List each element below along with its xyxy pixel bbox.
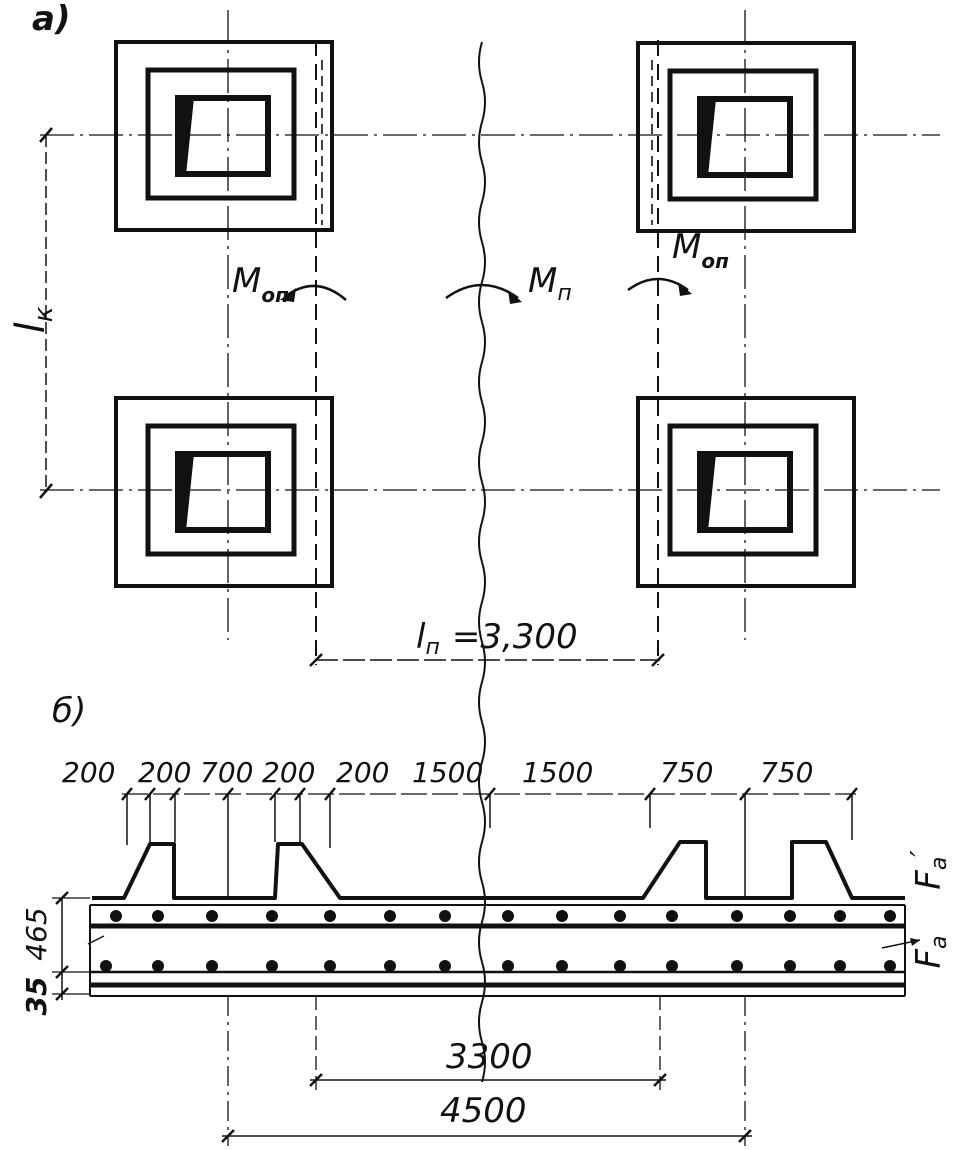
top-rebar-row bbox=[110, 910, 896, 922]
moment-support-right-label: Mоп bbox=[672, 227, 729, 273]
top-dim-2: 200 bbox=[138, 756, 191, 789]
reinforcement-labels: Fa′ Fa bbox=[881, 850, 952, 969]
moment-span: Mп bbox=[445, 261, 572, 306]
plan-view: а) lк bbox=[8, 0, 940, 1083]
moment-support-left: Mоп bbox=[232, 261, 347, 307]
moment-support-left-label: Mоп bbox=[232, 261, 289, 307]
left-dimension-chain: 465 35 bbox=[20, 891, 105, 1016]
dimension-column-spacing: lк bbox=[8, 127, 59, 499]
footing-bottom-right bbox=[638, 398, 854, 586]
break-line bbox=[478, 41, 486, 1083]
bottom-reinforcement-label: Fa bbox=[909, 935, 952, 968]
slab-section bbox=[89, 904, 906, 997]
dimension-span: lп=3,300 bbox=[309, 617, 665, 667]
top-dim-8: 750 bbox=[660, 756, 713, 789]
footing-top-right bbox=[638, 43, 854, 231]
section-view: б) 200 200 700 200 200 1500 1500 750 750 bbox=[20, 691, 952, 1146]
footing-bottom-left bbox=[116, 398, 332, 586]
moment-support-right: Mоп bbox=[627, 227, 729, 296]
top-dim-1: 200 bbox=[62, 756, 115, 789]
bottom-dim-inner-label: 3300 bbox=[446, 1037, 533, 1077]
top-dim-3: 700 bbox=[200, 756, 253, 789]
span-label: lп=3,300 bbox=[416, 617, 578, 660]
bottom-dimension-inner: 3300 bbox=[309, 996, 667, 1090]
top-dim-7: 1500 bbox=[522, 756, 593, 789]
bottom-dim-outer-label: 4500 bbox=[440, 1091, 527, 1131]
left-dim-upper: 465 bbox=[20, 907, 53, 960]
left-dim-lower: 35 bbox=[20, 977, 53, 1016]
top-reinforcement-label: Fa′ bbox=[904, 850, 952, 890]
column-spacing-label: lк bbox=[8, 306, 59, 333]
top-reinforcement-profile bbox=[92, 840, 905, 900]
plan-view-label: а) bbox=[32, 0, 70, 39]
top-dim-9: 750 bbox=[760, 756, 813, 789]
top-dim-6: 1500 bbox=[412, 756, 483, 789]
top-dim-4: 200 bbox=[262, 756, 315, 789]
footing-top-left bbox=[116, 42, 332, 230]
bottom-dimension-outer: 4500 bbox=[221, 996, 752, 1146]
top-dim-5: 200 bbox=[336, 756, 389, 789]
bottom-rebar-row bbox=[100, 960, 896, 972]
section-view-label: б) bbox=[52, 691, 86, 731]
moment-span-label: Mп bbox=[528, 261, 572, 306]
top-dimension-chain: 200 200 700 200 200 1500 1500 750 750 bbox=[62, 756, 858, 900]
